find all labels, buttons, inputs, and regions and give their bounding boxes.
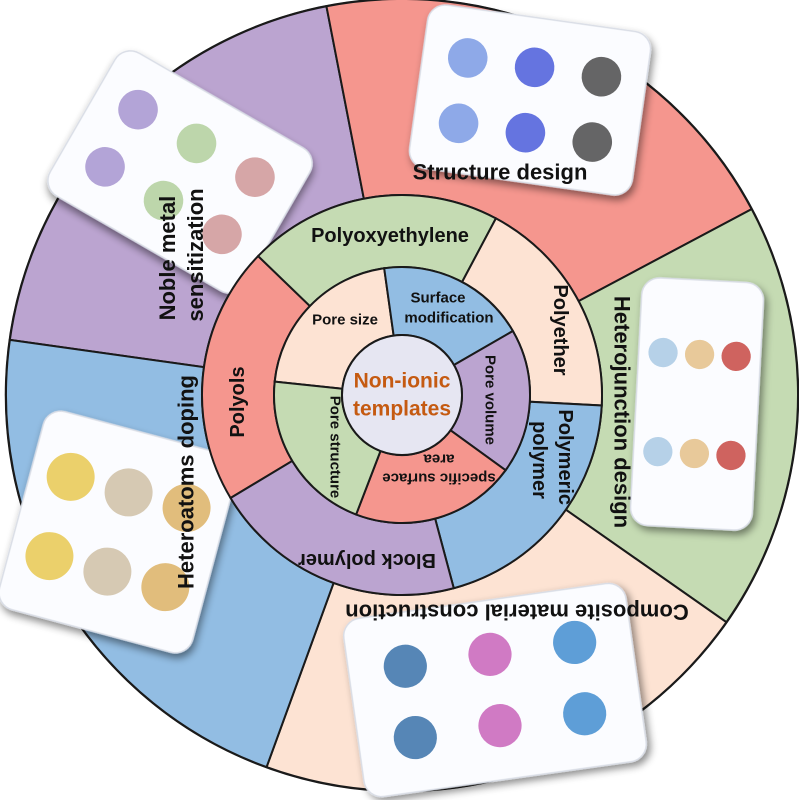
card-illustration-blob xyxy=(553,620,597,665)
figure-card-structure-design xyxy=(408,4,652,196)
figure-card-noble-metal-sensitization xyxy=(47,50,313,294)
card-illustration-blob xyxy=(85,147,125,187)
label-block-polymer: Block polymer xyxy=(298,549,436,571)
card-illustration-blob xyxy=(25,532,74,581)
label-noble-metal-sensitization: Noble metal sensitization xyxy=(155,188,208,321)
card-illustration-blob xyxy=(235,157,275,197)
card-illustration-blob xyxy=(478,704,522,748)
card-illustration-blob xyxy=(648,337,678,368)
label-composite-material-construction: Composite material construction xyxy=(345,600,689,625)
middle-ring xyxy=(201,194,603,596)
card-illustration-blob xyxy=(83,547,132,596)
card-illustration-blob xyxy=(721,341,751,372)
figure-card-composite-material-construction xyxy=(342,582,648,798)
card-illustration-blob xyxy=(46,452,95,501)
card-illustration-blob xyxy=(684,339,715,370)
card-illustration-blob xyxy=(581,56,622,97)
label-surface-modification-line-1: Surface xyxy=(410,290,465,307)
label-structure-design: Structure design xyxy=(413,160,588,185)
card-illustration-blob xyxy=(118,89,158,130)
card-illustration-blob xyxy=(202,214,242,255)
figure-cards xyxy=(0,4,765,798)
card-illustration-blob xyxy=(716,440,746,471)
card-illustration-blob xyxy=(162,483,211,532)
card-background xyxy=(629,277,765,531)
inner-ring xyxy=(273,266,531,524)
label-pore-structure: Pore structure xyxy=(327,396,344,499)
ring-labels: Noble metal sensitization Structure desig… xyxy=(155,160,689,625)
label-noble-metal-sensitization-line-1: Noble metal xyxy=(155,190,180,321)
label-heterojunction-design: Heterojunction design xyxy=(610,296,635,528)
center-title-line-2: templates xyxy=(353,398,451,421)
card-illustration-blob xyxy=(572,122,613,162)
figure-card-heterojunction-design xyxy=(629,277,765,531)
card-illustration-blob xyxy=(679,438,710,469)
label-heteroatoms-doping: Heteroatoms doping xyxy=(174,375,199,589)
card-illustration-blob xyxy=(514,47,555,88)
card-illustration-blob xyxy=(438,103,479,144)
label-pore-volume: Pore volume xyxy=(482,355,499,445)
label-polymeric-polymer-line-2: polymer xyxy=(528,421,550,499)
label-specific-surface-area-line-1: specific surface xyxy=(382,470,495,487)
card-illustration-blob xyxy=(393,715,437,760)
card-illustration-blob xyxy=(643,436,673,467)
card-illustration-blob xyxy=(104,468,153,517)
center-circle xyxy=(341,334,463,456)
figure-card-heteroatoms-doping xyxy=(0,410,238,654)
label-surface-modification-line-2: modification xyxy=(404,310,493,327)
card-illustration-blob xyxy=(143,180,184,221)
card-illustration-blob xyxy=(468,632,512,676)
center-title-line-1: Non-ionic xyxy=(354,370,451,393)
card-background xyxy=(47,50,313,294)
card-illustration-blob xyxy=(383,644,427,688)
card-illustration-blob xyxy=(447,38,488,78)
card-illustration-blob xyxy=(563,692,607,736)
label-specific-surface-area-line-2: area xyxy=(423,451,455,468)
label-polyether: Polyether xyxy=(549,284,571,375)
center-hub: Non-ionic templates xyxy=(341,334,463,456)
label-polyoxyethylene: Polyoxyethylene xyxy=(311,225,469,247)
card-illustration-blob xyxy=(141,563,190,612)
label-polyols: Polyols xyxy=(227,366,249,437)
label-polymeric-polymer-line-1: Polymeric xyxy=(554,409,576,510)
label-pore-size: Pore size xyxy=(312,312,378,329)
label-polymeric-polymer: Polymeric polymer xyxy=(528,409,576,510)
card-illustration-blob xyxy=(505,112,546,153)
label-noble-metal-sensitization-line-2: sensitization xyxy=(183,188,208,321)
card-illustration-blob xyxy=(176,123,217,164)
